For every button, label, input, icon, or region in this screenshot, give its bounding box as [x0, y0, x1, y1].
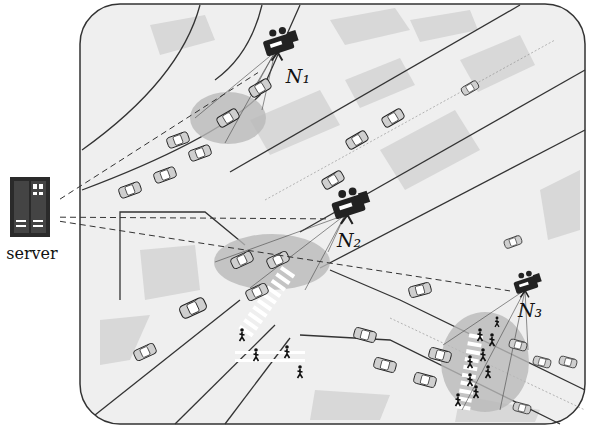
dashed-link — [60, 221, 510, 291]
camera-node: N₁ — [258, 26, 310, 86]
camera-label: N₂ — [337, 231, 361, 250]
camera-node: N₃ — [510, 268, 550, 320]
dashed-link — [60, 217, 326, 219]
camera-label: N₃ — [518, 301, 542, 320]
camera-node: N₂ — [326, 188, 372, 250]
server-label: server — [6, 246, 57, 262]
server-node: server — [4, 172, 60, 262]
camera-label: N₁ — [286, 67, 310, 86]
dashed-link — [60, 73, 258, 199]
